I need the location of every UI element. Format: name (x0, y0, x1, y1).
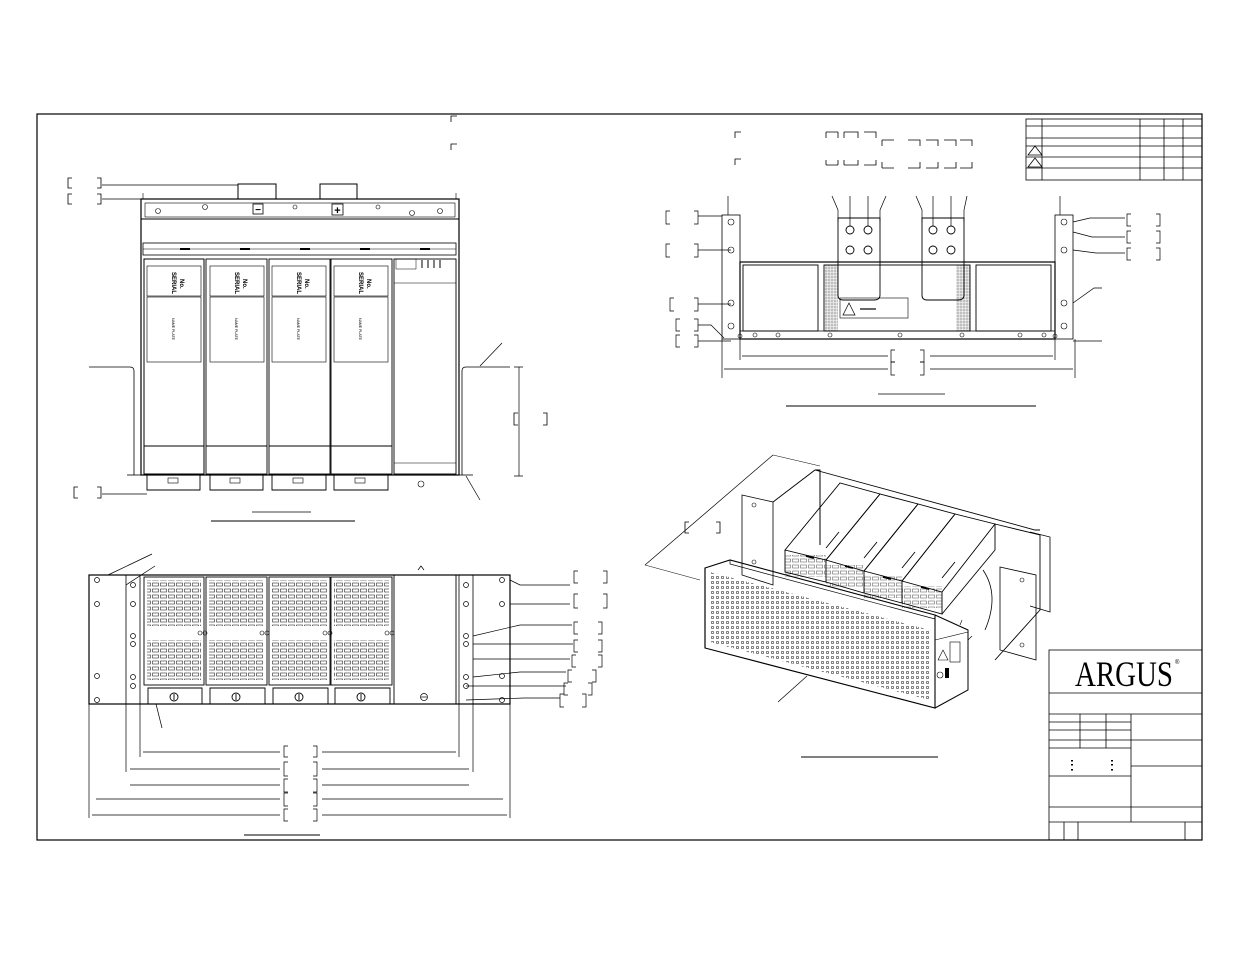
terminal-tab-negative (237, 183, 277, 199)
right-flange (1054, 214, 1074, 340)
iso-right-bracket (999, 566, 1037, 661)
serial-label-no: No. (365, 279, 371, 289)
serial-label: SERIAL (295, 272, 301, 294)
module-handles (147, 687, 391, 704)
iso-left-bracket (741, 494, 774, 586)
revision-triangle-icon (1027, 157, 1043, 168)
sheet-border (36, 113, 1203, 841)
front-view (88, 553, 608, 836)
rear-module-left (742, 264, 819, 332)
controller-slot (393, 258, 457, 475)
rear-warning-label (839, 297, 909, 319)
top-view: − + (67, 115, 548, 522)
minus-terminal-symbol: − (255, 205, 261, 216)
iso-end-panel (934, 614, 969, 709)
front-view-dimensions (88, 704, 511, 822)
isometric-view (644, 454, 1051, 758)
busbar-screws (155, 204, 443, 216)
serial-label: SERIAL (233, 272, 239, 294)
latch-icon (294, 692, 304, 702)
iso-chassis-back (772, 469, 821, 545)
latch-icon (231, 692, 241, 702)
serial-label-no: No. (241, 279, 247, 289)
revision-triangle-icon (1027, 145, 1043, 156)
rear-chassis (739, 261, 1056, 340)
registered-mark: ® (1175, 659, 1180, 666)
revision-block (1025, 118, 1203, 181)
high-voltage-warning-icon (842, 302, 856, 316)
rear-view (665, 131, 1161, 407)
plus-terminal (331, 203, 344, 216)
title-block-dots (1071, 760, 1113, 771)
serial-label-no: No. (178, 279, 184, 289)
left-mounting-bracket (89, 366, 135, 475)
rear-module-right (975, 264, 1052, 332)
minus-terminal (252, 203, 264, 215)
latch-icon (169, 692, 179, 702)
terminal-tab-positive (319, 183, 358, 199)
company-logo: ARGUS (1075, 654, 1173, 694)
name-plate-label: NAME PLATE (171, 318, 175, 341)
controller-blank-panel (393, 574, 457, 704)
front-panel (88, 574, 511, 705)
serial-label-no: No. (303, 279, 309, 289)
rear-busbars (837, 217, 965, 301)
serial-label: SERIAL (357, 272, 363, 294)
name-plate-label: NAME PLATE (358, 318, 362, 341)
module-slots (143, 258, 393, 491)
name-plate-label: NAME PLATE (234, 318, 238, 341)
right-mounting-bracket (461, 366, 510, 475)
left-flange (721, 214, 741, 340)
name-plate-label: NAME PLATE (296, 318, 300, 341)
busbar-plate (144, 202, 456, 218)
rack-mount-holes (94, 577, 505, 703)
iso-right-panel (994, 523, 1041, 661)
latch-icon (356, 692, 366, 702)
top-view-chassis (140, 198, 460, 476)
title-block (1048, 649, 1203, 841)
iso-warning-icon (937, 649, 949, 661)
serial-label: SERIAL (170, 272, 176, 294)
plus-terminal-symbol: + (334, 205, 340, 217)
